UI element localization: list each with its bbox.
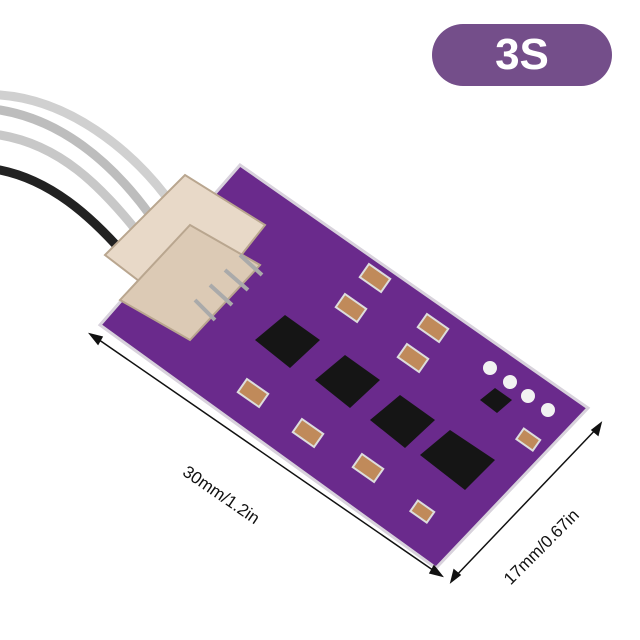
jst-connector [103,173,267,342]
wires [0,90,170,260]
solder-pads [483,361,555,417]
capacitors [236,262,542,525]
cell-count-badge: 3S [432,24,612,86]
ic-chips [255,315,512,490]
dimension-lines [88,332,603,584]
